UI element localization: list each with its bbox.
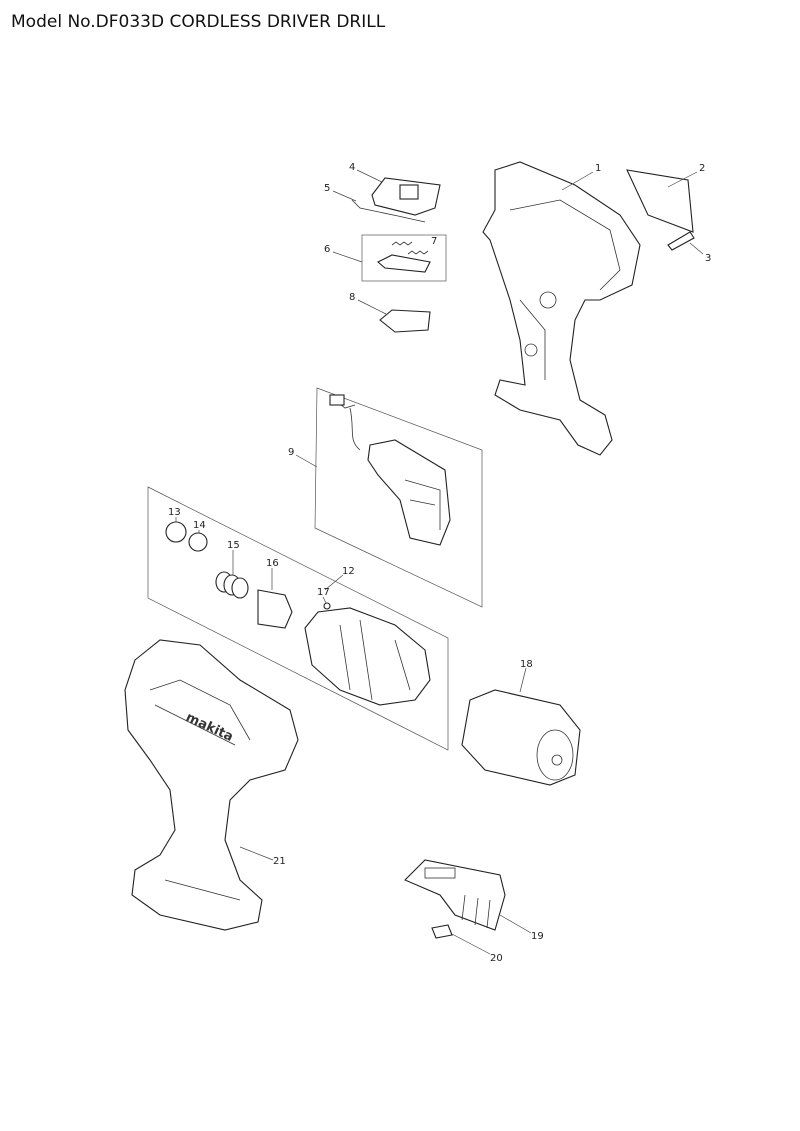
part-13-retaining-ring[interactable] <box>165 521 187 543</box>
callout-16[interactable]: 16 <box>266 558 279 569</box>
part-17-steel-ball[interactable] <box>323 602 331 610</box>
callout-1[interactable]: 1 <box>595 163 601 174</box>
page-title: Model No.DF033D CORDLESS DRIVER DRILL <box>11 12 386 32</box>
callout-2[interactable]: 2 <box>699 163 705 174</box>
part-1-housing[interactable] <box>482 161 641 456</box>
part-5-spring[interactable] <box>351 199 426 223</box>
leader-lines <box>175 169 704 955</box>
callout-12[interactable]: 12 <box>342 566 355 577</box>
callout-9[interactable]: 9 <box>288 447 294 458</box>
part-14-flat-washer[interactable] <box>188 532 208 552</box>
part-9-switch[interactable] <box>329 394 451 546</box>
callout-15[interactable]: 15 <box>227 540 240 551</box>
part-16-sleeve[interactable] <box>257 589 293 629</box>
part-12-gear-assembly[interactable] <box>304 607 431 706</box>
callout-5[interactable]: 5 <box>324 183 330 194</box>
part-12-group-box <box>147 486 449 751</box>
callout-13[interactable]: 13 <box>168 507 181 518</box>
part-8-reversing-lever[interactable] <box>379 309 431 333</box>
part-21-housing-set[interactable]: makita <box>124 639 299 931</box>
callout-18[interactable]: 18 <box>520 659 533 670</box>
callout-4[interactable]: 4 <box>349 162 355 173</box>
part-19-controller[interactable] <box>404 859 506 931</box>
part-7-group-box <box>361 234 447 282</box>
callout-17[interactable]: 17 <box>317 587 330 598</box>
part-3-screw[interactable] <box>667 231 695 251</box>
callout-6[interactable]: 6 <box>324 244 330 255</box>
part-2-label[interactable] <box>626 169 694 233</box>
callout-21[interactable]: 21 <box>273 856 286 867</box>
part-20-sponge[interactable] <box>431 924 453 939</box>
callout-8[interactable]: 8 <box>349 292 355 303</box>
part-9-group-box <box>314 387 483 608</box>
callout-14[interactable]: 14 <box>193 520 206 531</box>
callout-7[interactable]: 7 <box>431 236 437 247</box>
callout-20[interactable]: 20 <box>490 953 503 964</box>
part-4-knob <box>399 184 419 200</box>
callout-19[interactable]: 19 <box>531 931 544 942</box>
part-15-spring[interactable] <box>215 571 249 599</box>
part-7-springs[interactable] <box>391 241 429 255</box>
part-6-bracket[interactable] <box>377 254 431 273</box>
part-18-dc-motor[interactable] <box>461 689 581 786</box>
callout-3[interactable]: 3 <box>705 253 711 264</box>
